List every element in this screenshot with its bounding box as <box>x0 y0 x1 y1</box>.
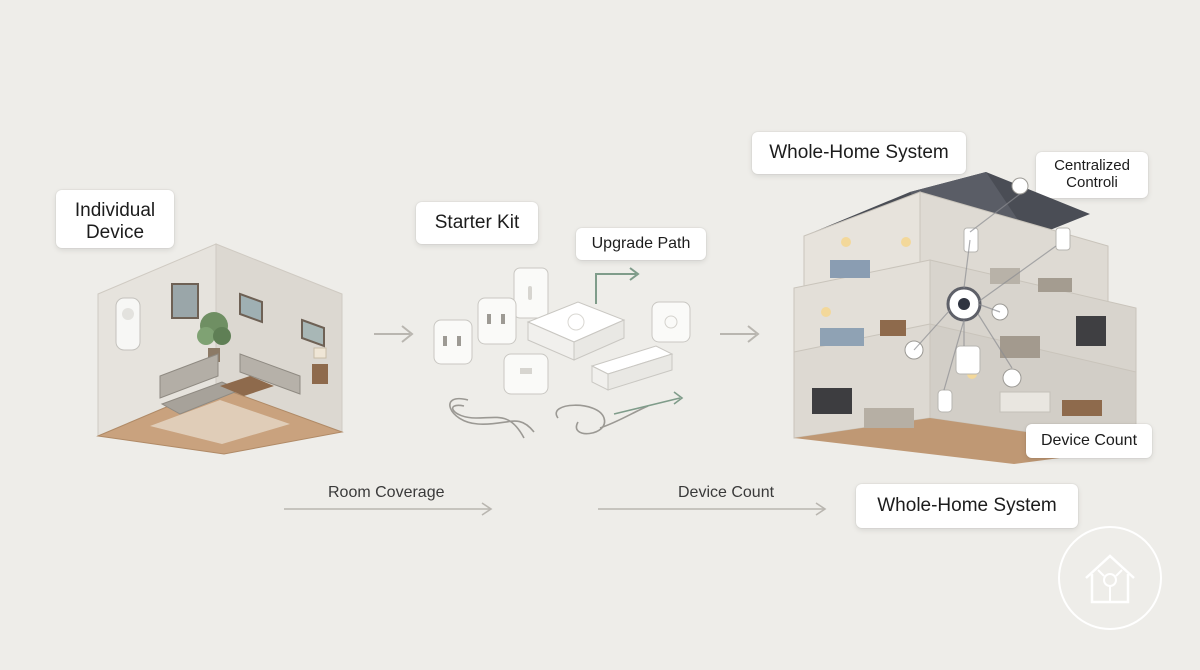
individual-device-label-line1: Individual <box>74 200 156 221</box>
upgrade-path-callout: Upgrade Path <box>576 228 706 260</box>
whole-home-label: Whole-Home System <box>752 132 966 174</box>
motion-sensor-icon <box>115 297 141 351</box>
smart-panel-icon <box>955 345 981 375</box>
room-coverage-arrow <box>284 502 493 516</box>
smart-plug-icon <box>433 319 473 365</box>
smart-plug-icon <box>477 297 517 345</box>
individual-device-label-line2: Device <box>85 221 145 243</box>
device-count-arrow <box>598 502 827 516</box>
security-camera-icon <box>1011 177 1029 195</box>
sensor-cube-icon <box>651 301 691 343</box>
whole-home-endpoint-label: Whole-Home System <box>856 484 1078 528</box>
centralized-control-callout: Centralized Controli <box>1036 152 1148 198</box>
home-hub-icon <box>1058 526 1162 630</box>
chevron-right-icon <box>720 325 760 343</box>
light-switch-icon <box>963 227 979 253</box>
whole-home-cutaway <box>793 172 1137 464</box>
centralized-control-line2: Controli <box>1066 174 1118 192</box>
centralized-control-line1: Centralized <box>1054 157 1130 174</box>
single-room-illustration <box>96 243 344 455</box>
individual-device-label: Individual Device <box>56 190 174 248</box>
starter-kit-label: Starter Kit <box>416 202 538 244</box>
chevron-right-icon <box>374 325 414 343</box>
room-coverage-label: Room Coverage <box>328 484 445 501</box>
security-camera-icon <box>1002 368 1022 388</box>
starter-kit-devices <box>433 267 691 439</box>
device-count-axis-label: Device Count <box>678 484 775 501</box>
motion-sensor-icon <box>937 389 953 413</box>
light-switch-icon <box>1055 227 1071 251</box>
device-count-callout: Device Count <box>1026 424 1152 458</box>
